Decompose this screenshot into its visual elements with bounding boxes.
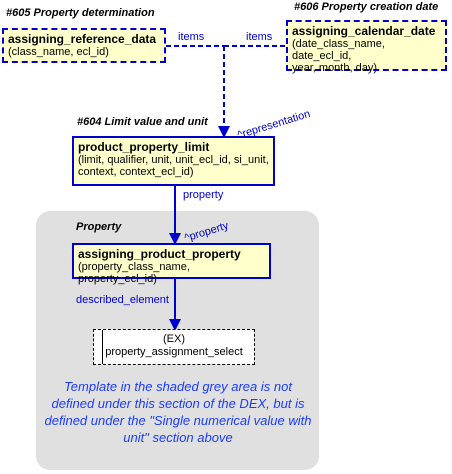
template-note: Template in the shaded grey area is not … bbox=[44, 379, 312, 445]
entity-606-box[interactable]: assigning_calendar_date (date_class_name… bbox=[286, 20, 447, 74]
select-type-box[interactable]: (EX) property_assignment_select bbox=[93, 329, 255, 365]
entity-605-name: assigning_reference_data bbox=[8, 32, 157, 46]
entity-606-title: #606 Property creation date bbox=[294, 1, 439, 13]
entity-604-title: #604 Limit value and unit bbox=[77, 116, 208, 128]
shaded-area-title: Property bbox=[76, 221, 122, 233]
entity-604-box[interactable]: product_property_limit (limit, qualifier… bbox=[72, 136, 275, 186]
property-entity-box[interactable]: assigning_product_property (property_cla… bbox=[72, 243, 271, 285]
entity-606-attributes-line1: (date_class_name, date_ecl_id, bbox=[292, 38, 385, 62]
select-type-name: property_assignment_select bbox=[105, 346, 243, 358]
entity-605-title: #605 Property determination bbox=[6, 7, 155, 19]
described-element-arrowhead bbox=[169, 319, 181, 331]
property-entity-attributes: (property_class_name, property_ecl_id) bbox=[78, 261, 190, 285]
property-entity-name: assigning_product_property bbox=[78, 247, 241, 261]
items-label-right: items bbox=[246, 31, 273, 43]
entity-606-attributes-line2: year, month, day) bbox=[292, 62, 377, 74]
entity-605-attributes: (class_name, ecl_id) bbox=[8, 46, 109, 58]
entity-605-box[interactable]: assigning_reference_data (class_name, ec… bbox=[2, 28, 166, 63]
property-arrowhead bbox=[169, 233, 181, 245]
entity-604-attributes-line1: (limit, qualifier, unit, unit_ecl_id, si… bbox=[78, 154, 269, 166]
select-type-stereotype: (EX) bbox=[163, 333, 185, 345]
items-arrowhead bbox=[218, 126, 230, 138]
entity-604-name: product_property_limit bbox=[78, 140, 210, 154]
entity-604-attributes-line2: context, context_ecl_id) bbox=[78, 166, 194, 178]
described-element-label: described_element bbox=[76, 294, 169, 306]
items-label-left: items bbox=[178, 31, 205, 43]
entity-606-name: assigning_calendar_date bbox=[292, 24, 436, 38]
select-type-bar bbox=[102, 330, 103, 364]
property-relation-label: property bbox=[183, 189, 224, 201]
